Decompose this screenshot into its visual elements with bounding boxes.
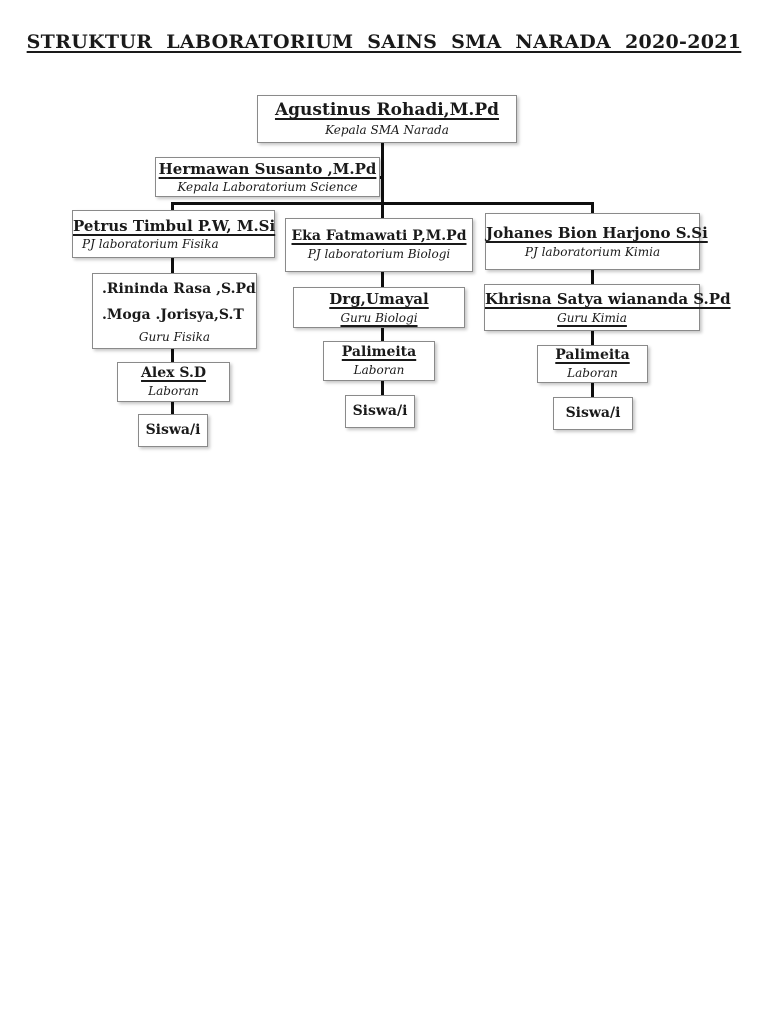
connector-drop-left xyxy=(171,202,174,212)
person-role: PJ laboratorium Biologi xyxy=(307,247,451,262)
person-role: Guru Kimia xyxy=(557,310,627,325)
person-role: Laboran xyxy=(148,384,199,399)
person-role: Kepala Laboratorium Science xyxy=(177,180,358,195)
connector-kimia-3 xyxy=(591,382,594,398)
person-name: Johanes Bion Harjono S.Si xyxy=(486,224,708,243)
node-guru-fisika: .Rininda Rasa ,S.Pd .Moga .Jorisya,S.T G… xyxy=(92,273,257,349)
node-pj-biologi: Eka Fatmawati P,M.Pd PJ laboratorium Bio… xyxy=(285,218,473,272)
students-label: Siswa/i xyxy=(352,403,408,420)
person-name: Palimeita xyxy=(341,344,417,361)
person-role: Kepala SMA Narada xyxy=(325,123,449,138)
node-pj-kimia: Johanes Bion Harjono S.Si PJ laboratoriu… xyxy=(485,213,708,270)
node-laboran-fisika: Alex S.D Laboran xyxy=(117,362,230,402)
person-role: Guru Fisika xyxy=(138,329,211,344)
connector-kimia-1 xyxy=(591,269,594,285)
person-role: PJ laboratorium Fisika xyxy=(82,237,219,252)
node-kepala-laboratorium: Hermawan Susanto ,M.Pd Kepala Laboratori… xyxy=(155,157,380,197)
students-label: Siswa/i xyxy=(145,422,201,439)
person-role: PJ laboratorium Kimia xyxy=(524,244,661,259)
connector-fisika-1 xyxy=(171,258,174,274)
node-pj-fisika: Petrus Timbul P.W, M.Si PJ laboratorium … xyxy=(72,210,275,258)
person-name: .Rininda Rasa ,S.Pd xyxy=(102,281,256,298)
page-title: STRUKTUR LABORATORIUM SAINS SMA NARADA 2… xyxy=(26,31,742,53)
person-name: Palimeita xyxy=(555,347,630,364)
person-name: Alex S.D xyxy=(141,365,206,382)
connector-drop-right xyxy=(591,202,594,215)
connector-kimia-2 xyxy=(591,330,594,346)
connector-branch-horizontal xyxy=(171,202,594,205)
person-name: .Moga .Jorisya,S.T xyxy=(102,306,244,323)
connector-fisika-3 xyxy=(171,401,174,415)
person-name: Agustinus Rohadi,M.Pd xyxy=(274,100,500,121)
person-name: Eka Fatmawati P,M.Pd xyxy=(291,228,467,245)
node-guru-biologi: Drg,Umayal Guru Biologi xyxy=(293,287,465,328)
person-name: Khrisna Satya wiananda S.Pd xyxy=(485,290,731,309)
connector-root-vertical xyxy=(381,142,384,218)
node-siswa-fisika: Siswa/i xyxy=(138,414,208,447)
person-role: Laboran xyxy=(353,363,405,378)
node-kepala-sma: Agustinus Rohadi,M.Pd Kepala SMA Narada xyxy=(257,95,517,143)
person-name: Petrus Timbul P.W, M.Si xyxy=(73,216,276,235)
node-siswa-kimia: Siswa/i xyxy=(553,397,633,430)
person-name: Drg,Umayal xyxy=(329,290,429,309)
node-guru-kimia: Khrisna Satya wiananda S.Pd Guru Kimia xyxy=(484,284,731,331)
node-siswa-biologi: Siswa/i xyxy=(345,395,415,428)
node-laboran-kimia: Palimeita Laboran xyxy=(537,345,648,383)
person-role: Guru Biologi xyxy=(340,310,418,325)
connector-fisika-2 xyxy=(171,348,174,363)
person-role: Laboran xyxy=(567,366,618,381)
students-label: Siswa/i xyxy=(565,405,621,422)
connector-biologi-2 xyxy=(381,327,384,342)
person-name: Hermawan Susanto ,M.Pd xyxy=(158,159,377,178)
node-laboran-biologi: Palimeita Laboran xyxy=(323,341,435,381)
connector-biologi-1 xyxy=(381,271,384,288)
connector-biologi-3 xyxy=(381,380,384,396)
